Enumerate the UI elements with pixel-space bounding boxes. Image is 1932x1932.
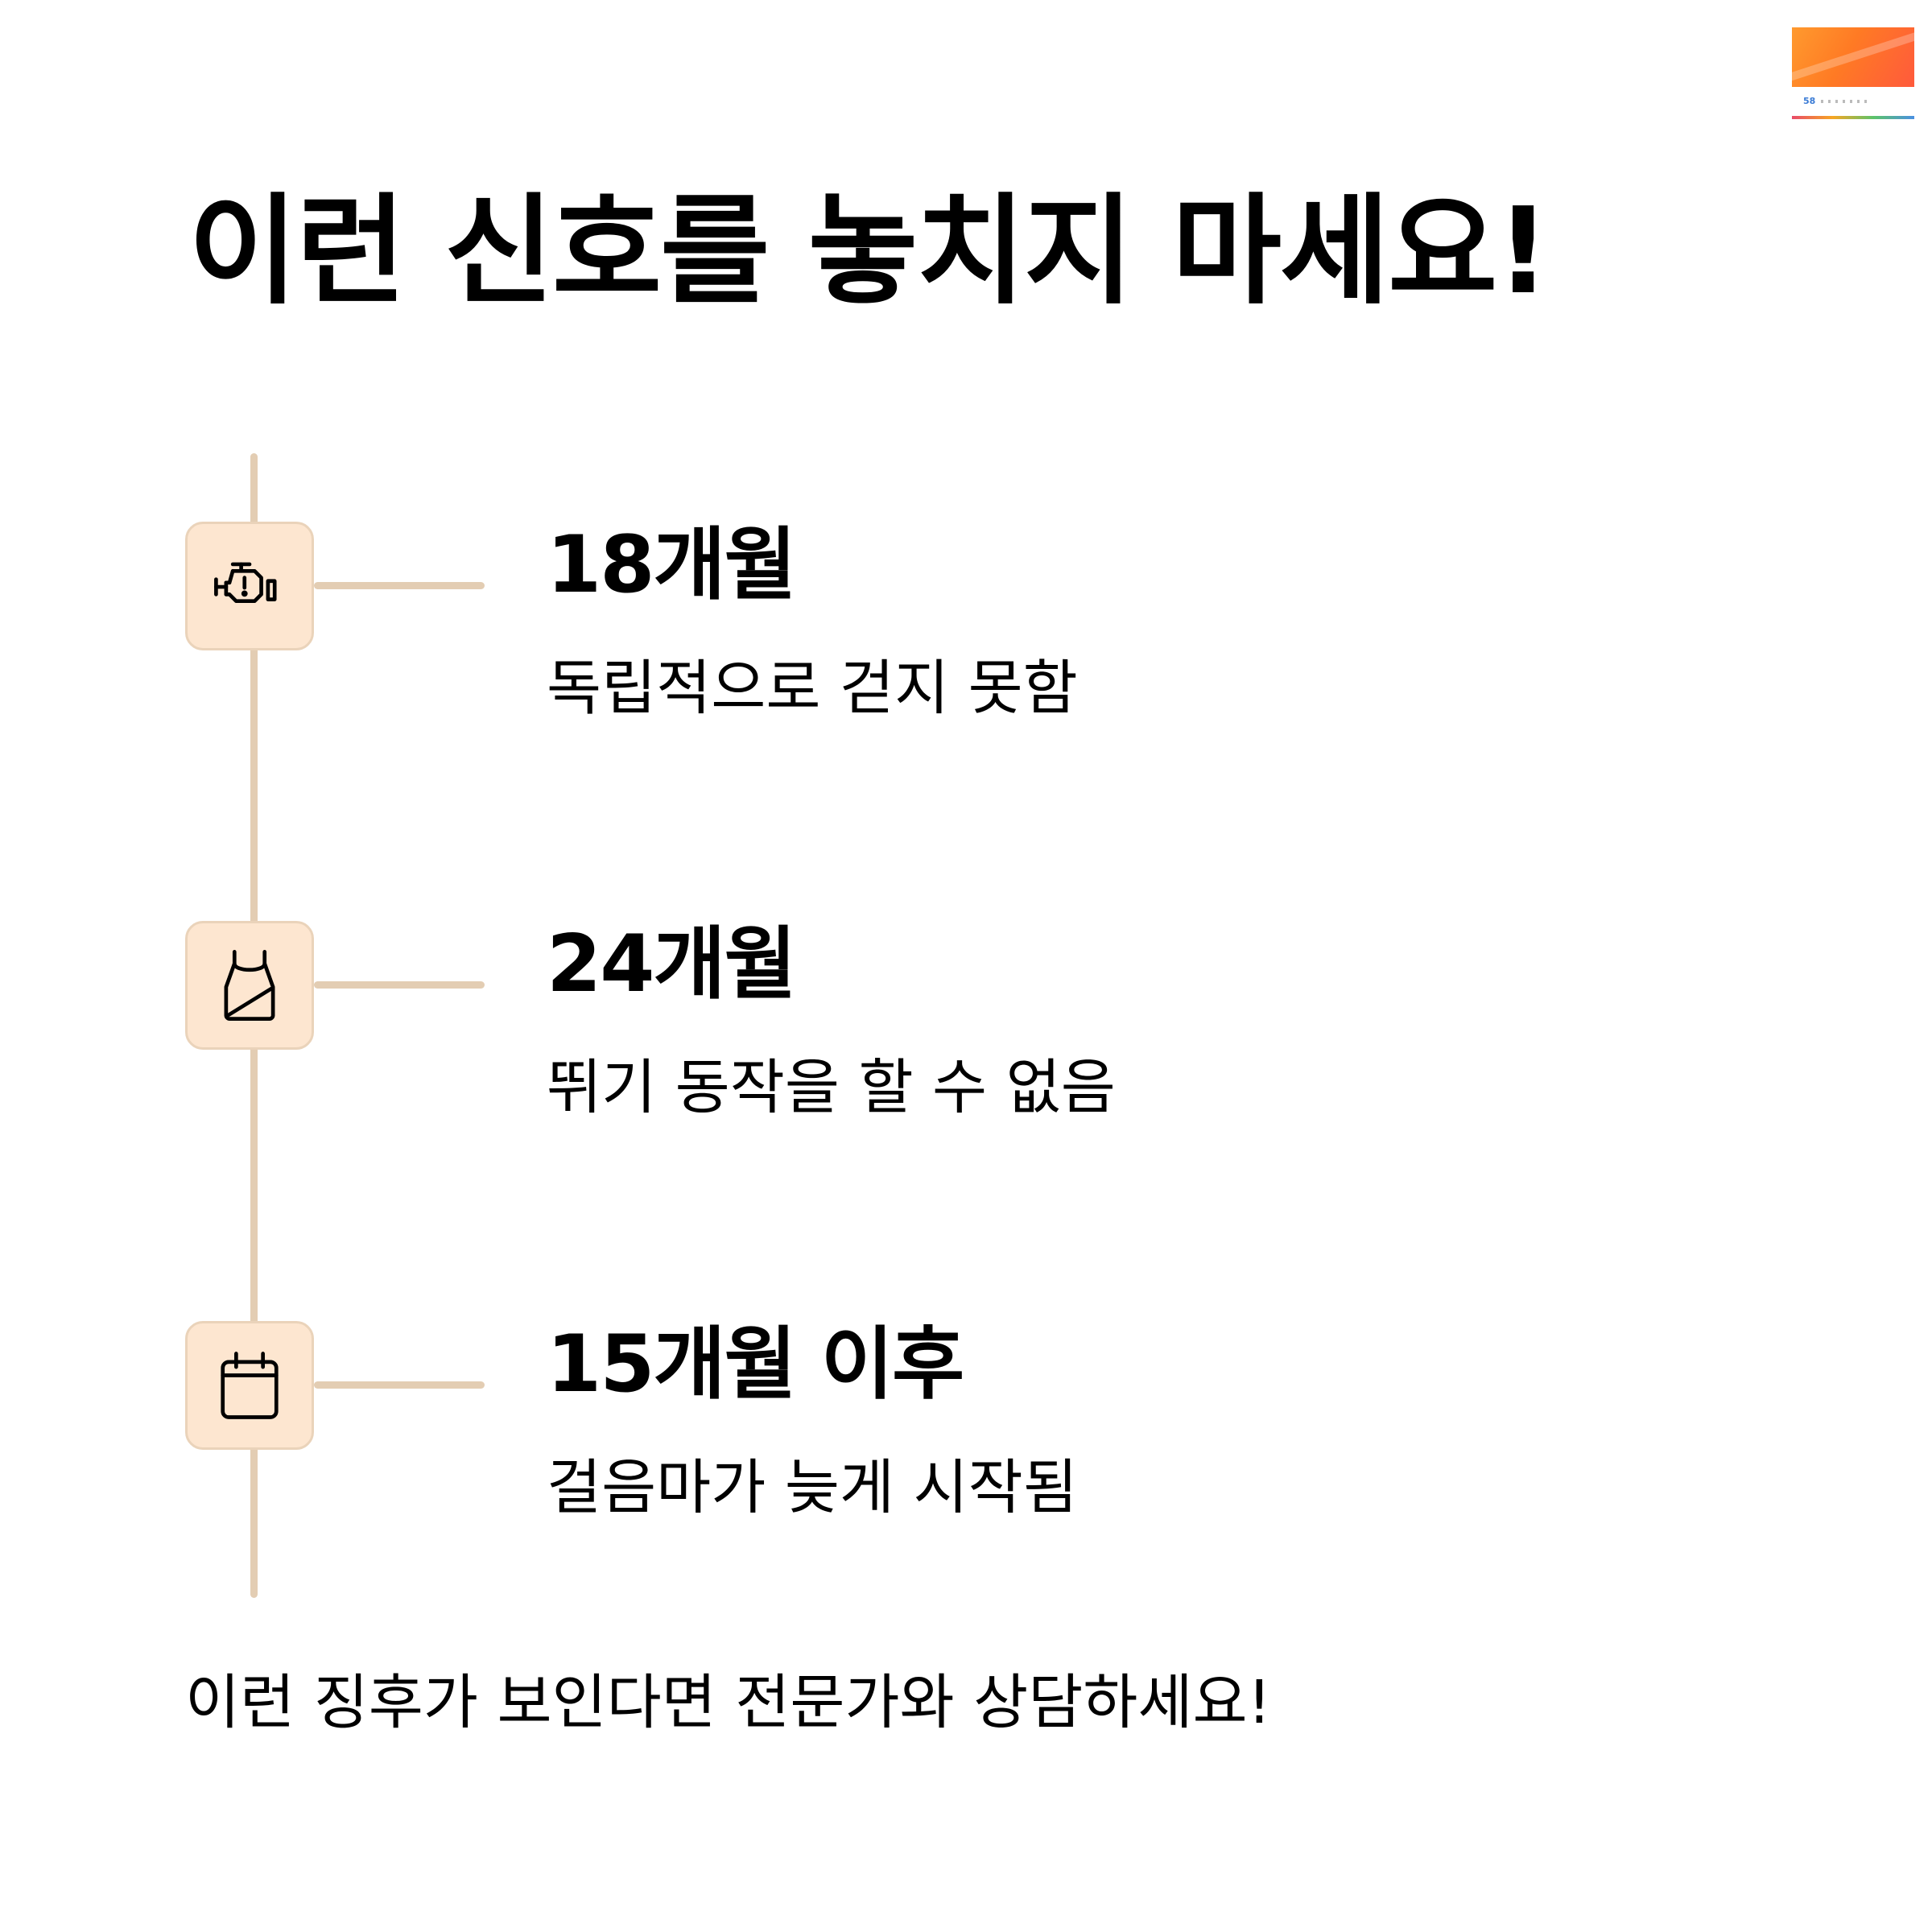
step-heading: 24개월 [547, 919, 797, 1010]
brand-logo: 58 [1792, 27, 1914, 121]
timeline-connector [314, 981, 485, 989]
engine-warning-icon [185, 522, 314, 650]
timeline-step-18-months: 18개월 독립적으로 걷지 못함 [0, 522, 1932, 924]
calendar-icon [185, 1321, 314, 1450]
footer-advice: 이런 징후가 보인다면 전문가와 상담하세요! [185, 1668, 1272, 1737]
timeline-connector [314, 1381, 485, 1389]
timeline-step-24-months: 24개월 뛰기 동작을 할 수 없음 [0, 921, 1932, 1323]
brand-banner-image [1792, 27, 1914, 87]
step-heading: 18개월 [547, 519, 797, 611]
timeline-connector [314, 582, 485, 589]
step-heading: 15개월 이후 [547, 1319, 964, 1410]
brand-badge: 58 [1803, 96, 1816, 106]
step-description: 뛰기 동작을 할 수 없음 [547, 1053, 1116, 1122]
tank-top-icon [185, 921, 314, 1050]
brand-dots [1821, 100, 1869, 103]
step-description: 걸음마가 늦게 시작됨 [547, 1453, 1078, 1522]
brand-color-bar [1792, 116, 1914, 119]
timeline-step-after-15-months: 15개월 이후 걸음마가 늦게 시작됨 [0, 1321, 1932, 1724]
step-description: 독립적으로 걷지 못함 [547, 654, 1078, 723]
page-title: 이런 신호를 놓치지 마세요! [188, 182, 1550, 320]
